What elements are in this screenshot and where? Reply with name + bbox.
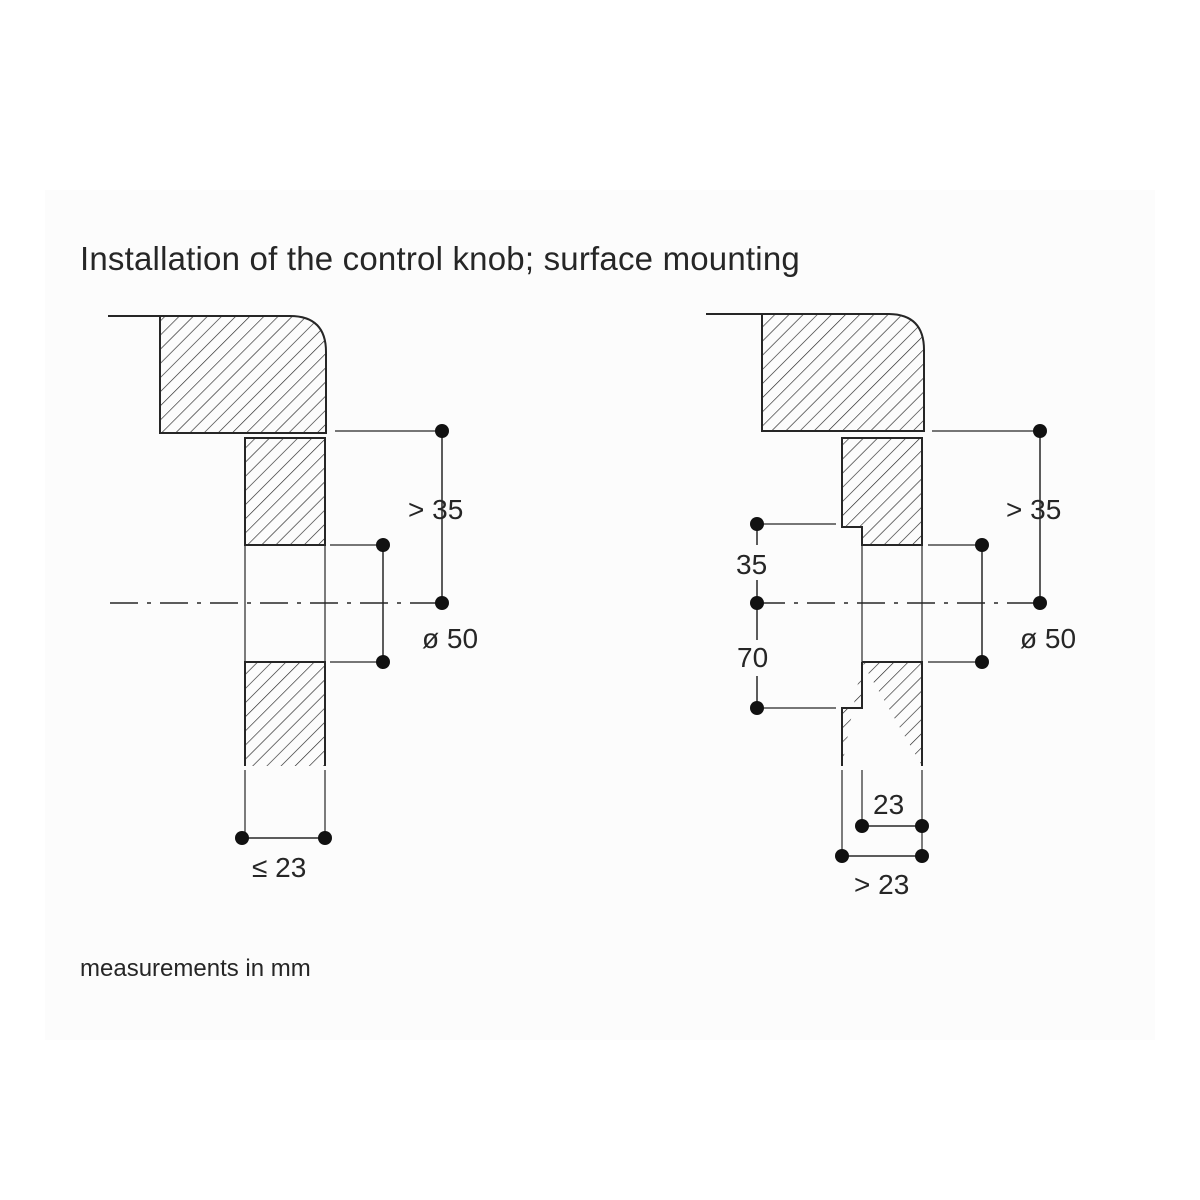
- dim-dot: [750, 596, 764, 610]
- dim-dot: [750, 701, 764, 715]
- left-label-max-23: ≤ 23: [252, 852, 306, 883]
- right-label-70: 70: [737, 642, 768, 673]
- dim-dot: [1033, 424, 1047, 438]
- right-dim-dots: [750, 424, 1047, 863]
- dim-dot: [376, 538, 390, 552]
- left-panel-upper: [244, 437, 326, 546]
- dim-dot: [750, 517, 764, 531]
- dim-dot: [915, 849, 929, 863]
- dim-dot: [975, 538, 989, 552]
- dim-dot: [376, 655, 390, 669]
- dim-dot: [318, 831, 332, 845]
- right-label-diameter-50: ø 50: [1020, 623, 1076, 654]
- dim-dot: [435, 424, 449, 438]
- dim-dot: [855, 819, 869, 833]
- dim-dot: [235, 831, 249, 845]
- right-label-min-23: > 23: [854, 869, 909, 900]
- right-diagram: [706, 313, 1041, 857]
- right-label-23: 23: [873, 789, 904, 820]
- right-label-35: 35: [736, 549, 767, 580]
- left-worktop-block: [159, 315, 327, 434]
- right-panel-upper: [841, 437, 923, 546]
- left-label-diameter-50: ø 50: [422, 623, 478, 654]
- right-label-min-35: > 35: [1006, 494, 1061, 525]
- left-dim-dots: [235, 424, 449, 845]
- left-diagram: [108, 315, 443, 839]
- dim-dot: [435, 596, 449, 610]
- left-label-min-35: > 35: [408, 494, 463, 525]
- dim-dot: [1033, 596, 1047, 610]
- diagram-title: Installation of the control knob; surfac…: [80, 240, 800, 277]
- dim-dot: [975, 655, 989, 669]
- right-worktop-block: [761, 313, 925, 432]
- dim-dot: [835, 849, 849, 863]
- right-panel-lower: [841, 661, 923, 766]
- dim-dot: [915, 819, 929, 833]
- left-panel-lower: [244, 661, 326, 766]
- measurement-note: measurements in mm: [80, 955, 311, 982]
